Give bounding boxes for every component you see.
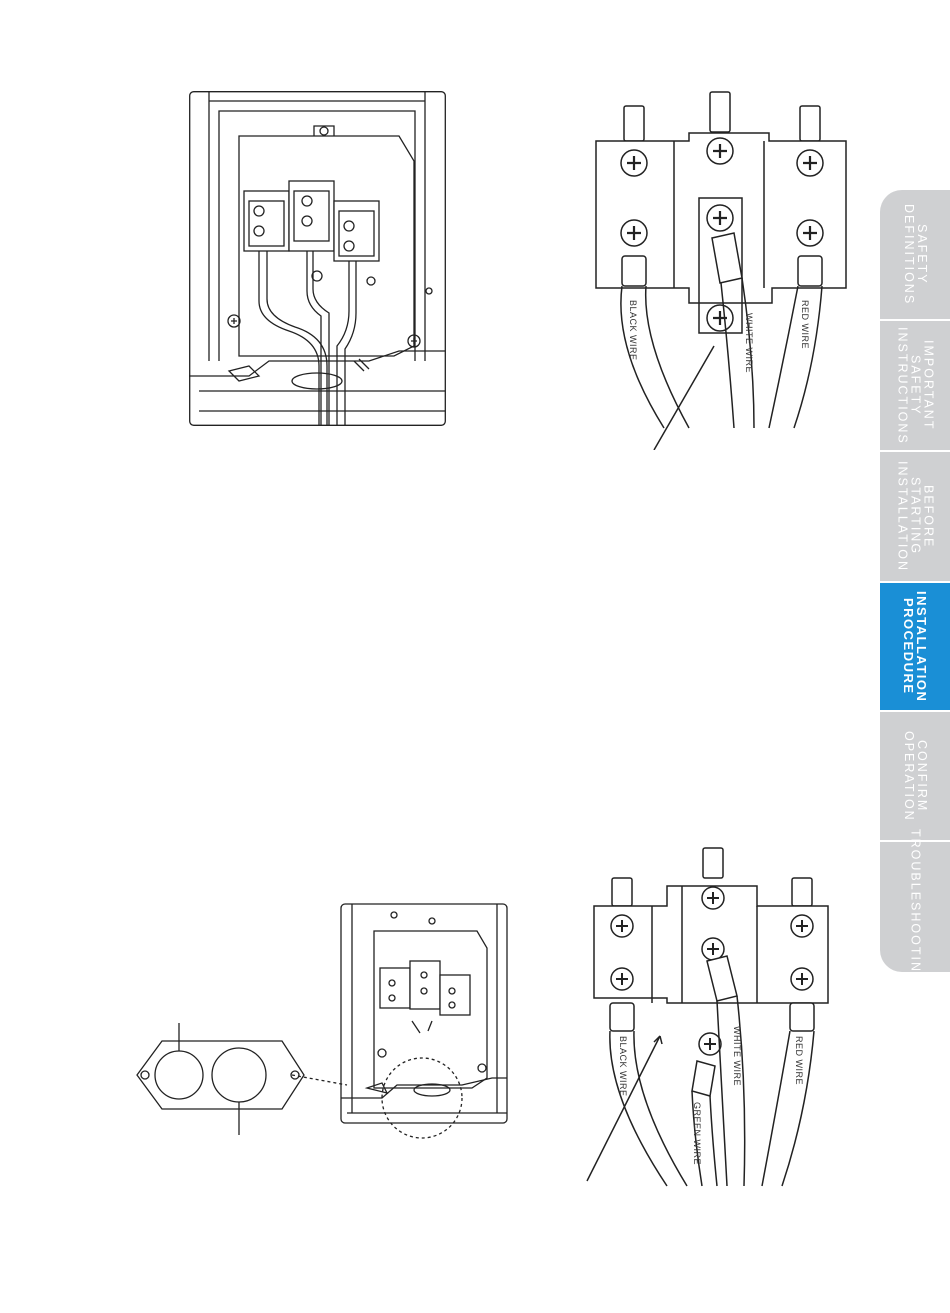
green-wire-label: GREEN WIRE <box>692 1102 702 1165</box>
tab-label: CONFIRM OPERATION <box>902 731 928 822</box>
section-tabs: SAFETY DEFINITIONS IMPORTANT SAFETY INST… <box>880 190 950 972</box>
tab-before-starting-installation[interactable]: BEFORE STARTING INSTALLATION <box>880 452 950 581</box>
tab-label: BEFORE STARTING INSTALLATION <box>896 461 935 572</box>
tab-troubleshooting[interactable]: TROUBLESHOOTING <box>880 842 950 972</box>
tab-label: SAFETY DEFINITIONS <box>902 204 928 305</box>
white-wire-label: WHITE WIRE <box>744 313 754 373</box>
strain-relief-illustration <box>132 903 510 1139</box>
terminal-block-illustration-top <box>189 91 446 426</box>
tab-label: IMPORTANT SAFETY INSTRUCTIONS <box>896 327 935 445</box>
black-wire-label: BLACK WIRE <box>628 300 638 361</box>
red-wire-label-bottom: RED WIRE <box>794 1036 804 1085</box>
tab-installation-procedure[interactable]: INSTALLATION PROCEDURE <box>880 583 950 710</box>
tab-label: INSTALLATION PROCEDURE <box>902 591 928 702</box>
tab-safety-definitions[interactable]: SAFETY DEFINITIONS <box>880 190 950 319</box>
red-wire-label: RED WIRE <box>800 300 810 349</box>
black-wire-label-bottom: BLACK WIRE <box>618 1036 628 1097</box>
four-wire-connection-diagram: BLACK WIRE WHITE WIRE GREEN WIRE RED WIR… <box>582 846 838 1188</box>
tab-confirm-operation[interactable]: CONFIRM OPERATION <box>880 712 950 840</box>
three-wire-connection-diagram: BLACK WIRE WHITE WIRE RED WIRE <box>594 88 850 450</box>
white-wire-label-bottom: WHITE WIRE <box>732 1026 742 1086</box>
tab-label: TROUBLESHOOTING <box>909 829 922 985</box>
tab-important-safety-instructions[interactable]: IMPORTANT SAFETY INSTRUCTIONS <box>880 321 950 450</box>
